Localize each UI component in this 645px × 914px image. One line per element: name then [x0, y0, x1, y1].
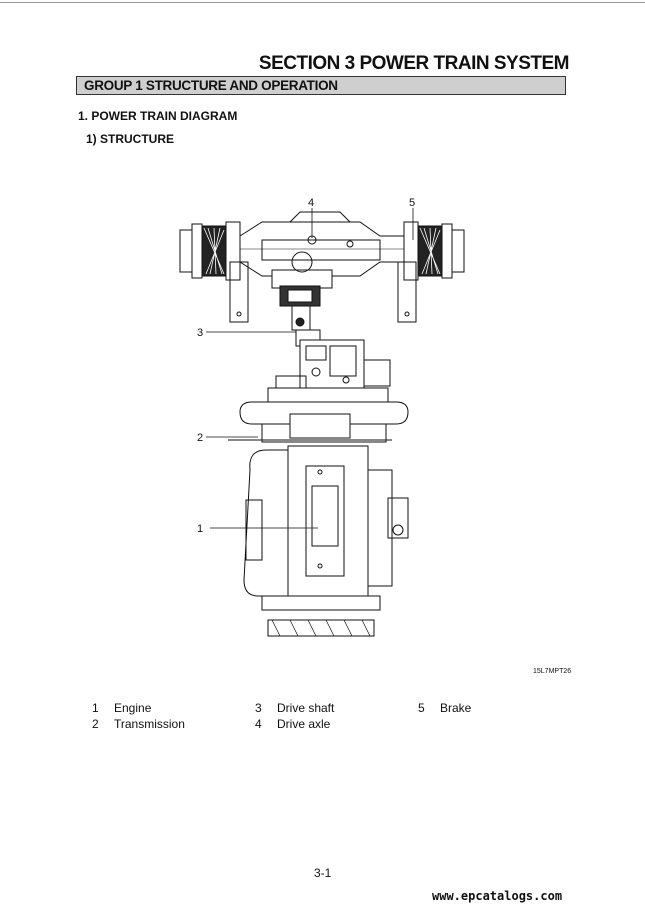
- group-title: GROUP 1 STRUCTURE AND OPERATION: [84, 78, 338, 93]
- top-rule: [0, 2, 645, 3]
- legend-item: 4 Drive axle: [255, 717, 405, 733]
- callout-3: 3: [197, 327, 203, 339]
- transmission: [228, 339, 409, 443]
- page-number: 3-1: [314, 866, 332, 880]
- figure-code: 15L7MPT26: [533, 668, 572, 675]
- brake: [397, 221, 465, 323]
- legend-label: Drive axle: [277, 717, 331, 731]
- watermark-link[interactable]: www.epcatalogs.com: [432, 889, 563, 903]
- callout-2: 2: [197, 432, 203, 444]
- legend-item: 2 Transmission: [92, 717, 242, 733]
- callout-5: 5: [409, 197, 415, 209]
- legend-item: 1 Engine: [92, 701, 242, 717]
- legend-num: 3: [255, 701, 262, 715]
- callout-leaders: [206, 208, 414, 529]
- legend-item: 3 Drive shaft: [255, 701, 405, 717]
- legend-num: 4: [255, 717, 262, 731]
- legend-label: Brake: [440, 701, 472, 715]
- legend-label: Transmission: [114, 717, 185, 731]
- drive-axle: [179, 211, 465, 323]
- legend-num: 2: [92, 717, 99, 731]
- legend-num: 5: [418, 701, 425, 715]
- heading-structure: 1) STRUCTURE: [86, 132, 175, 146]
- heading-power-train-diagram: 1. POWER TRAIN DIAGRAM: [78, 109, 238, 123]
- legend-label: Drive shaft: [277, 701, 335, 715]
- engine: [243, 445, 409, 637]
- section-title: SECTION 3 POWER TRAIN SYSTEM: [258, 53, 570, 74]
- callout-1: 1: [197, 523, 203, 535]
- legend-label: Engine: [114, 701, 152, 715]
- group-title-bar: GROUP 1 STRUCTURE AND OPERATION: [76, 76, 566, 95]
- callout-4: 4: [308, 197, 314, 209]
- legend-item: 5 Brake: [418, 701, 568, 717]
- legend-num: 1: [92, 701, 99, 715]
- left-wheel-hub: [179, 221, 249, 323]
